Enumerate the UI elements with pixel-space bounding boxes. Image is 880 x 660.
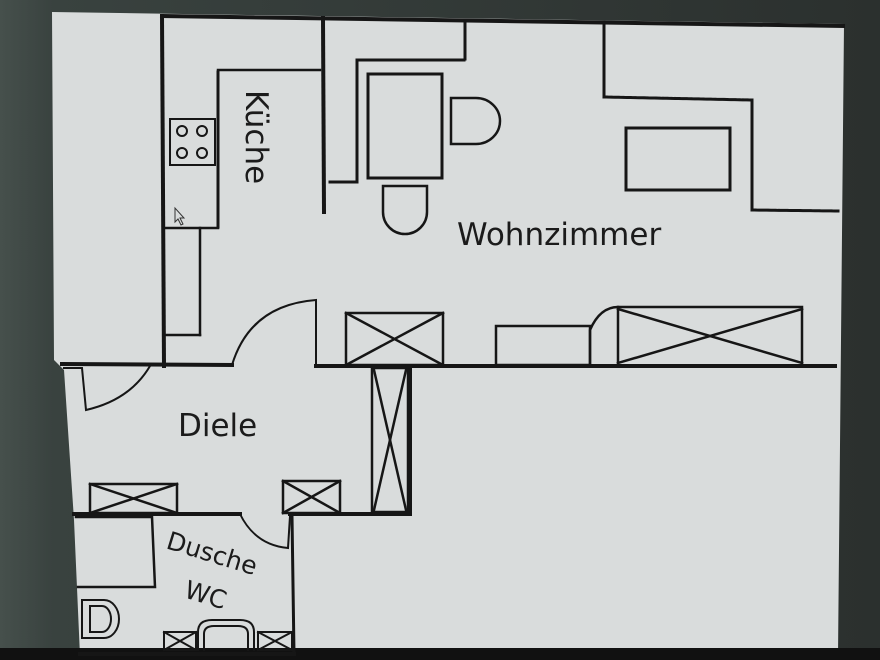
closet-x-hall — [370, 366, 410, 514]
cabinet-x-4 — [281, 479, 342, 515]
bath-cabinets-x — [162, 630, 294, 652]
door-bathroom-arc — [238, 512, 292, 550]
cabinet-x-2 — [588, 305, 804, 367]
kitchen-counter — [164, 68, 322, 337]
shower — [74, 515, 157, 589]
room-label-hallway: Diele — [178, 408, 257, 444]
room-label-kitchen: Küche — [238, 90, 274, 184]
toilet-icon — [81, 599, 120, 639]
cabinet-x-3 — [88, 482, 179, 515]
screen-area — [52, 12, 844, 656]
door-kitchen-arc — [230, 298, 317, 367]
room-label-living-room: Wohnzimmer — [457, 217, 661, 253]
sink-icon — [197, 619, 255, 651]
partitions — [216, 18, 840, 656]
stove-icon — [169, 118, 216, 166]
chair-right — [449, 96, 502, 146]
mouse-cursor-icon — [174, 206, 186, 226]
bezel-bottom — [0, 648, 880, 660]
cabinet-x-1 — [344, 311, 445, 367]
sofa-table — [624, 126, 732, 192]
chair-bottom — [381, 184, 429, 236]
door-entrance-arc — [63, 364, 152, 412]
dining-table — [366, 72, 444, 180]
